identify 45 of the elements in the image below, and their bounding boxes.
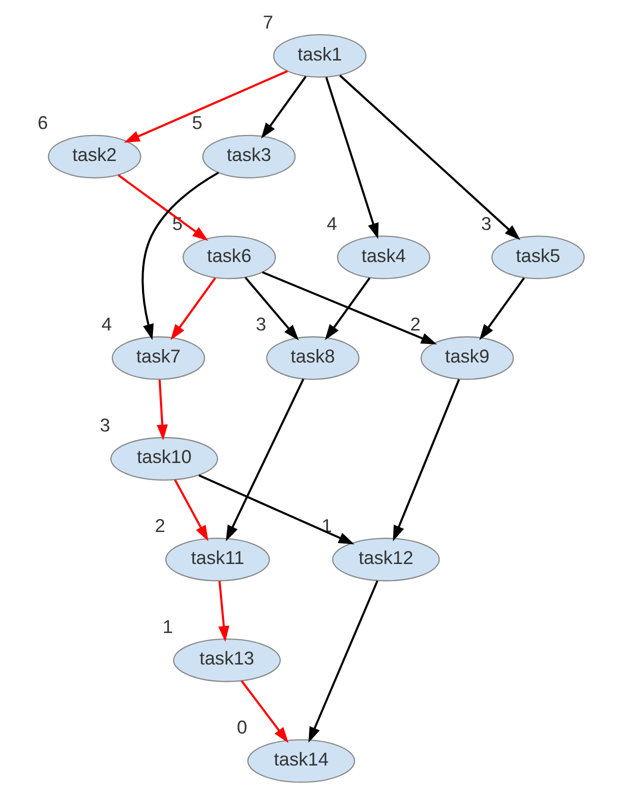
node-ellipse: task4 — [336, 235, 430, 279]
node-ellipse: task9 — [420, 336, 514, 380]
node-ellipse: task5 — [491, 235, 585, 279]
arrow — [325, 76, 379, 238]
arrow — [226, 378, 304, 541]
arrow — [324, 276, 370, 340]
arrow — [392, 378, 460, 541]
node-ellipse: task1 — [273, 34, 366, 78]
node-ellipse: task13 — [173, 638, 281, 682]
node-label: 3 — [481, 212, 492, 234]
arrow — [174, 478, 208, 541]
node-label: 3 — [100, 414, 110, 435]
node-label: 5 — [192, 112, 202, 133]
node-ellipse: task12 — [332, 537, 440, 581]
node-label: 1 — [162, 615, 173, 636]
node-ellipse: task7 — [112, 336, 206, 380]
node-ellipse: task2 — [48, 134, 142, 178]
arrow — [124, 70, 288, 142]
arrow — [262, 270, 437, 344]
node-label: 7 — [262, 11, 274, 32]
node-ellipse: task10 — [110, 436, 218, 480]
node-label: 4 — [101, 313, 112, 334]
arrow — [142, 171, 220, 340]
node-label: 2 — [410, 313, 421, 334]
node-label: 3 — [256, 313, 266, 334]
node-ellipse: task8 — [266, 336, 360, 380]
node-label: 0 — [236, 716, 248, 738]
arrow — [156, 379, 168, 440]
node-label: 6 — [38, 112, 48, 133]
arrow — [479, 276, 525, 340]
arrow — [244, 276, 299, 340]
arrow — [339, 74, 520, 240]
arrow — [308, 580, 378, 742]
node-label: 2 — [154, 514, 166, 536]
node-ellipse: task11 — [165, 537, 270, 581]
arrow — [118, 174, 208, 240]
arrow — [170, 276, 216, 340]
node-ellipse: task3 — [202, 134, 296, 178]
arrow — [218, 580, 230, 642]
arrow — [240, 680, 288, 742]
node-ellipse: task6 — [182, 235, 276, 279]
node-ellipse: task14 — [247, 738, 356, 782]
arrow — [198, 474, 354, 544]
arrow — [261, 75, 307, 138]
node-label: 4 — [326, 212, 338, 234]
